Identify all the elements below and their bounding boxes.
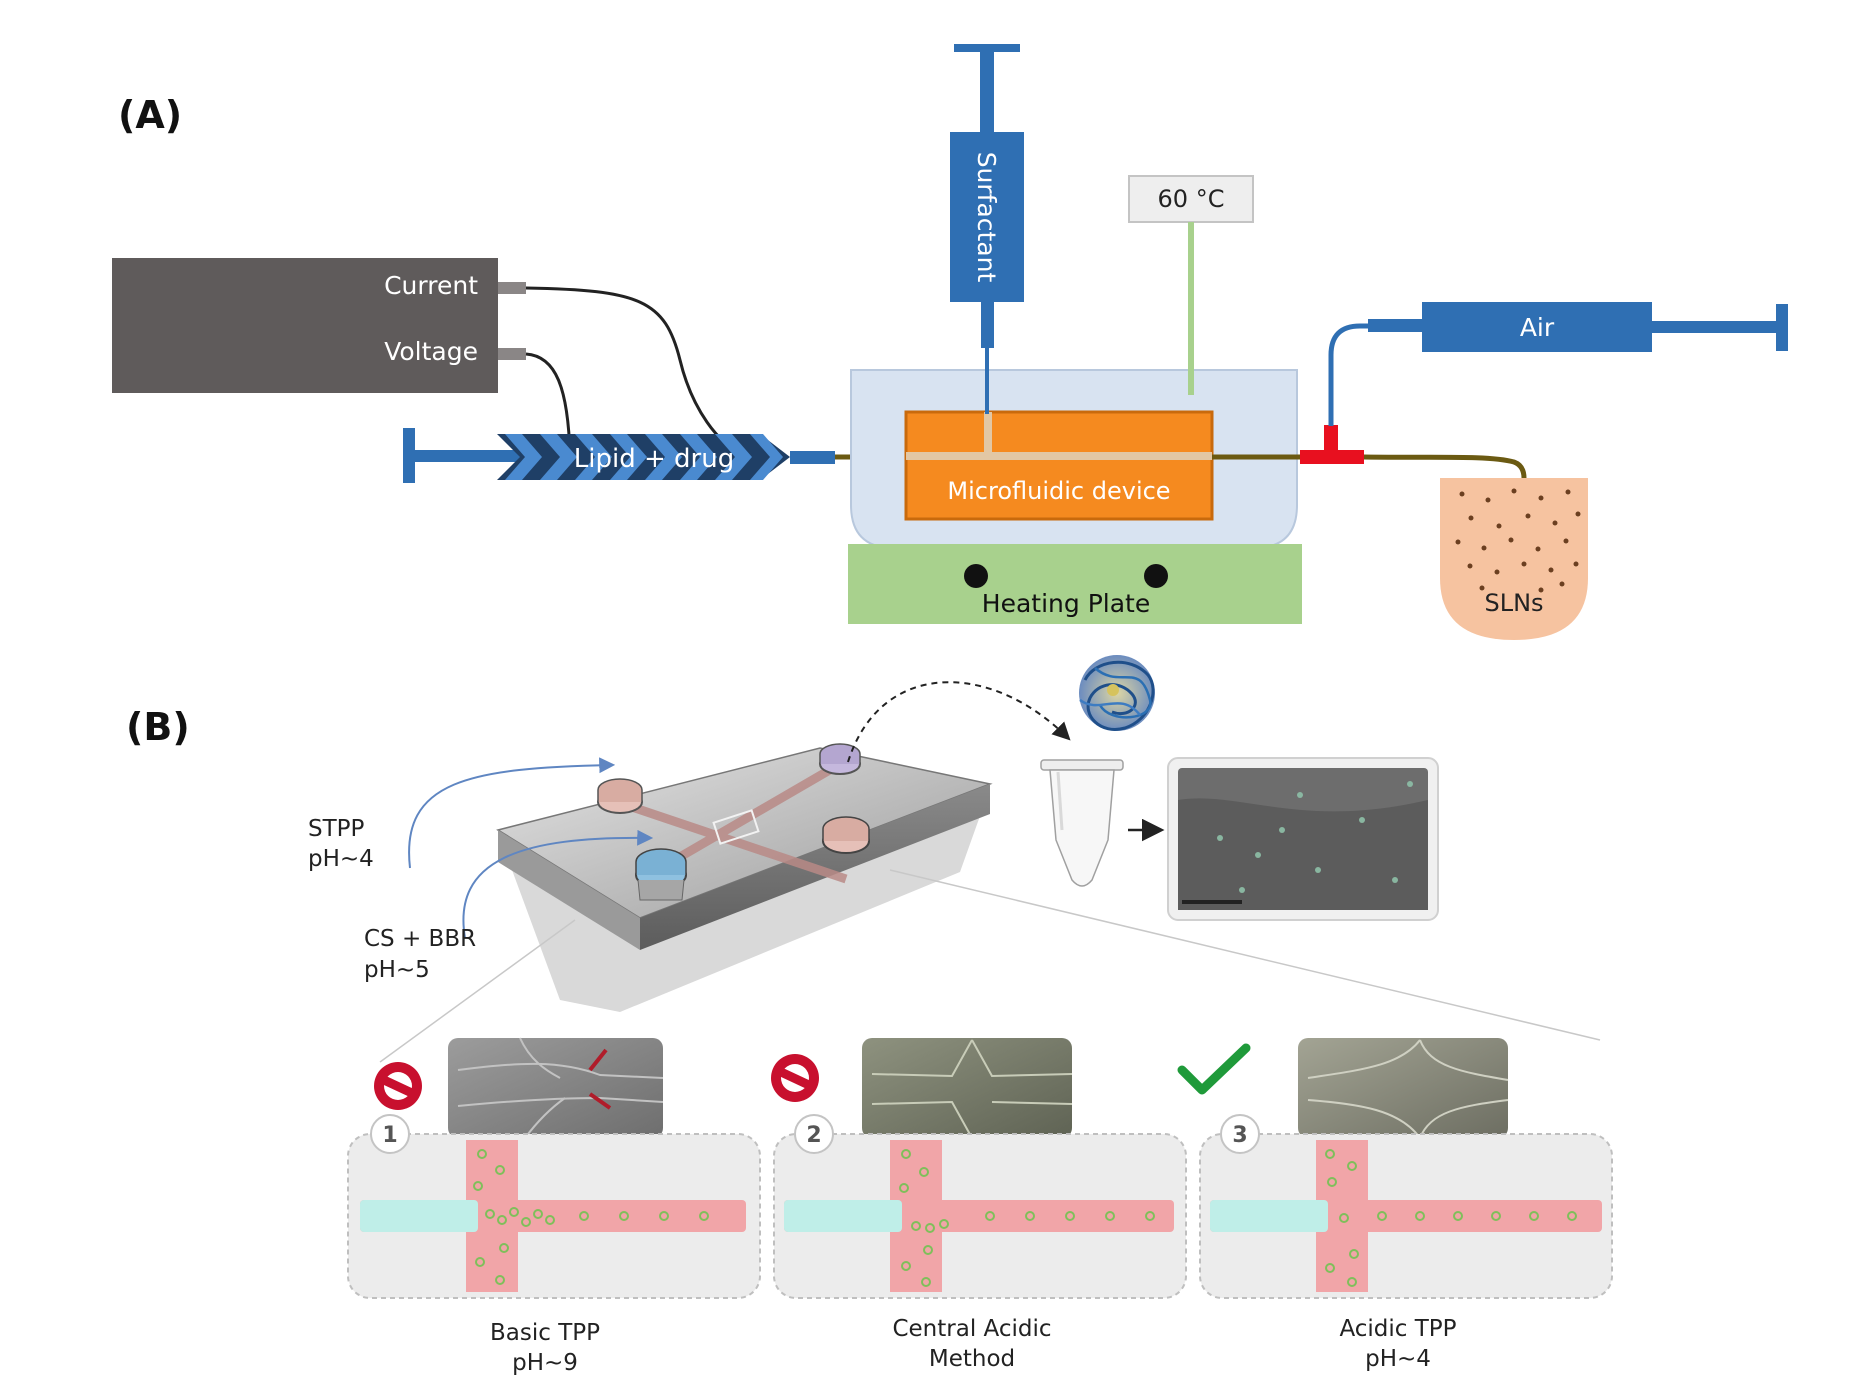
sln-collection-tube: SLNs	[1440, 478, 1588, 640]
method-2-title: Central Acidic	[892, 1316, 1051, 1342]
panel-b: (B)	[126, 655, 1613, 1376]
voltage-terminal	[498, 348, 526, 360]
chip-channels	[618, 760, 848, 884]
thermometer: 60 °C	[1128, 175, 1254, 395]
lipid-needle-hub	[790, 451, 835, 464]
method-3-aqueous-stream	[1210, 1200, 1328, 1232]
surfactant-syringe: Surfactant	[950, 44, 1024, 414]
heating-knob-right	[1144, 564, 1168, 588]
method-2-particles	[899, 1149, 1155, 1287]
lipid-plunger-rod	[413, 450, 523, 462]
air-needle-hub	[1368, 319, 1424, 332]
air-plunger-cap	[1776, 304, 1788, 351]
cs-bbr-ph-label: pH~5	[364, 957, 430, 983]
device-chip	[904, 410, 1214, 521]
method-1-subtitle: pH~9	[512, 1350, 578, 1376]
prohibited-icon	[771, 1054, 819, 1102]
surfactant-plunger-rod	[980, 50, 994, 134]
chip-inlet-cs-bbr	[635, 848, 687, 901]
air-plunger-rod	[1650, 321, 1778, 333]
tem-micrograph	[1167, 757, 1439, 921]
lipid-label: Lipid + drug	[574, 444, 734, 474]
air-label: Air	[1520, 313, 1555, 342]
current-label: Current	[384, 271, 478, 300]
panel-a-label: (A)	[118, 93, 182, 137]
chip-inlet-right	[822, 816, 870, 854]
voltage-label: Voltage	[384, 337, 478, 366]
air-tubing	[1328, 323, 1372, 426]
panel-a: (A) Current Voltage	[112, 44, 1788, 640]
chip-slab-left-side	[498, 830, 640, 950]
cs-bbr-label: CS + BBR	[364, 926, 476, 952]
method-1: 1 Basic TPP pH~9	[347, 1037, 761, 1376]
lipid-plunger-cap	[403, 428, 415, 483]
lipid-syringe: Lipid + drug	[403, 428, 835, 483]
surfactant-label: Surfactant	[972, 152, 1001, 283]
method-2-micrograph	[862, 1038, 1073, 1139]
method-3-subtitle: pH~4	[1365, 1346, 1431, 1372]
check-icon	[1177, 1043, 1251, 1095]
method-2-badge	[794, 1114, 834, 1154]
chip-inlet-stpp	[597, 778, 643, 814]
sln-label: SLNs	[1484, 589, 1543, 617]
current-terminal	[498, 282, 526, 294]
air-barrel	[1422, 302, 1652, 352]
eppendorf-tube	[1040, 759, 1124, 887]
device-main-channel	[906, 452, 1212, 460]
cs-bbr-arrow	[462, 829, 654, 939]
method-1-title: Basic TPP	[490, 1320, 600, 1346]
current-wire	[525, 286, 741, 454]
surfactant-plunger-cap	[954, 44, 1020, 52]
nanoparticle-icon	[1079, 655, 1155, 731]
temperature-label: 60 °C	[1158, 185, 1225, 213]
stpp-label: STPP	[308, 816, 365, 842]
method-1-badge	[370, 1114, 410, 1154]
heating-plate: Heating Plate	[848, 544, 1302, 624]
method-3-title: Acidic TPP	[1339, 1316, 1456, 1342]
method-2-number: 2	[806, 1123, 821, 1148]
power-supply: Current Voltage	[112, 258, 526, 393]
sln-tube-body	[1440, 478, 1588, 640]
lipid-barrel-chevrons	[505, 434, 783, 480]
sln-tubing	[1363, 454, 1527, 479]
device-label: Microfluidic device	[947, 477, 1170, 505]
method-2: 2 Central Acidic Method	[771, 1038, 1187, 1372]
microfluidic-device: Microfluidic device	[904, 410, 1214, 521]
surfactant-needle-hub	[981, 300, 994, 348]
prohibited-icon	[374, 1062, 422, 1110]
panel-b-label: (B)	[126, 705, 190, 749]
method-2-subtitle: Method	[929, 1346, 1015, 1372]
method-1-micrograph	[448, 1037, 664, 1139]
method-3: 3 Acidic TPP pH~4	[1177, 1038, 1613, 1372]
method-3-badge	[1220, 1114, 1260, 1154]
tee-vertical	[1324, 425, 1338, 455]
device-side-channel	[984, 412, 992, 456]
air-tee-junction	[1300, 425, 1364, 464]
zoom-line-right	[889, 869, 1601, 1041]
heating-knob-left	[964, 564, 988, 588]
tee-horizontal	[1300, 450, 1364, 464]
heating-plate-body	[848, 544, 1302, 624]
power-supply-box	[112, 258, 498, 393]
method-1-aqueous-stream	[360, 1200, 478, 1232]
air-syringe: Air	[1328, 302, 1788, 426]
stpp-ph-label: pH~4	[308, 846, 374, 872]
stpp-arrow	[408, 757, 616, 869]
chip-junction-highlight	[712, 809, 760, 845]
method-3-micrograph	[1298, 1038, 1509, 1139]
surfactant-barrel	[950, 132, 1024, 302]
sln-particles	[1455, 488, 1581, 593]
microfluidic-chip-3d	[496, 743, 993, 1012]
method-1-number: 1	[382, 1123, 397, 1148]
method-3-number: 3	[1232, 1123, 1247, 1148]
zoom-line-left	[379, 919, 576, 1063]
outlet-flow-arrow	[847, 681, 1071, 763]
method-3-particles	[1325, 1149, 1577, 1287]
method-2-aqueous-stream	[784, 1200, 902, 1232]
method-1-particles	[473, 1149, 709, 1285]
heating-label: Heating Plate	[982, 589, 1150, 618]
